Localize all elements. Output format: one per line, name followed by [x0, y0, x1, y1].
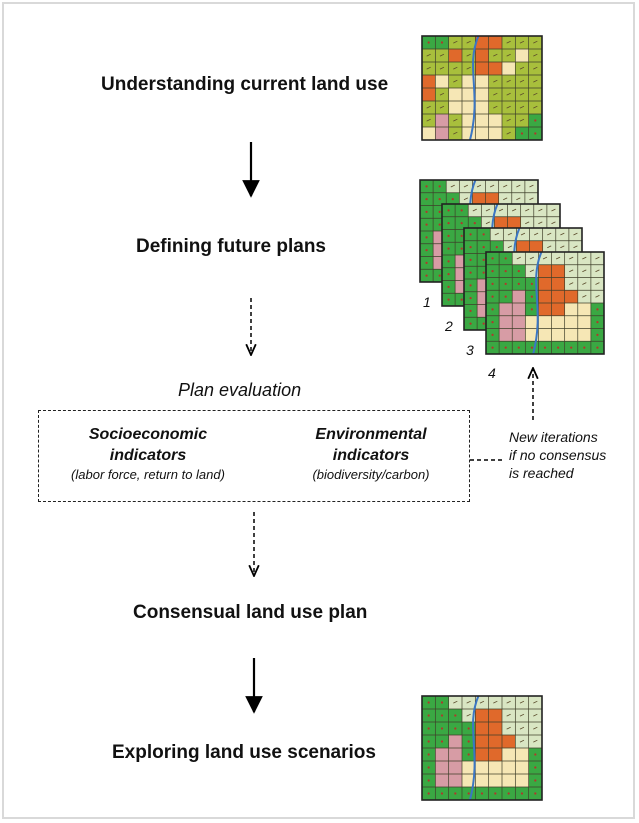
map-current-land-use: [421, 35, 543, 141]
socioeconomic-indicators: Socioeconomic indicators (labor force, r…: [48, 424, 248, 484]
socioeconomic-detail: (labor force, return to land): [71, 467, 225, 482]
step-consensual-land-use-plan: Consensual land use plan: [133, 602, 368, 623]
socioeconomic-title-line2: indicators: [109, 447, 187, 464]
socioeconomic-title-line1: Socioeconomic: [88, 426, 208, 443]
iterations-line2: if no consensus: [509, 447, 607, 463]
plan-label-4: 4: [488, 365, 496, 381]
plan-label-1: 1: [423, 294, 431, 310]
environmental-title-line2: indicators: [332, 447, 410, 464]
step-exploring-land-use-scenarios: Exploring land use scenarios: [112, 742, 376, 763]
step-defining-future-plans: Defining future plans: [136, 236, 326, 257]
plan-evaluation-title: Plan evaluation: [178, 380, 302, 400]
iterations-line1: New iterations: [509, 429, 598, 445]
plan-label-3: 3: [466, 342, 474, 358]
new-iterations-note: New iterations if no consensus is reache…: [509, 428, 606, 482]
map-plan-4: [485, 251, 605, 355]
step-understanding-current-land-use: Understanding current land use: [101, 74, 389, 95]
map-land-use-scenario: [421, 695, 543, 801]
iterations-line3: is reached: [509, 465, 574, 481]
plan-label-2: 2: [445, 318, 453, 334]
map-current-grid: [421, 35, 543, 141]
environmental-title-line1: Environmental: [315, 426, 427, 443]
map-future-plans-stack: [419, 179, 605, 355]
indicators-box: [38, 410, 470, 502]
environmental-detail: (biodiversity/carbon): [312, 467, 430, 482]
environmental-indicators: Environmental indicators (biodiversity/c…: [288, 424, 454, 484]
map-scenario-grid: [421, 695, 543, 801]
